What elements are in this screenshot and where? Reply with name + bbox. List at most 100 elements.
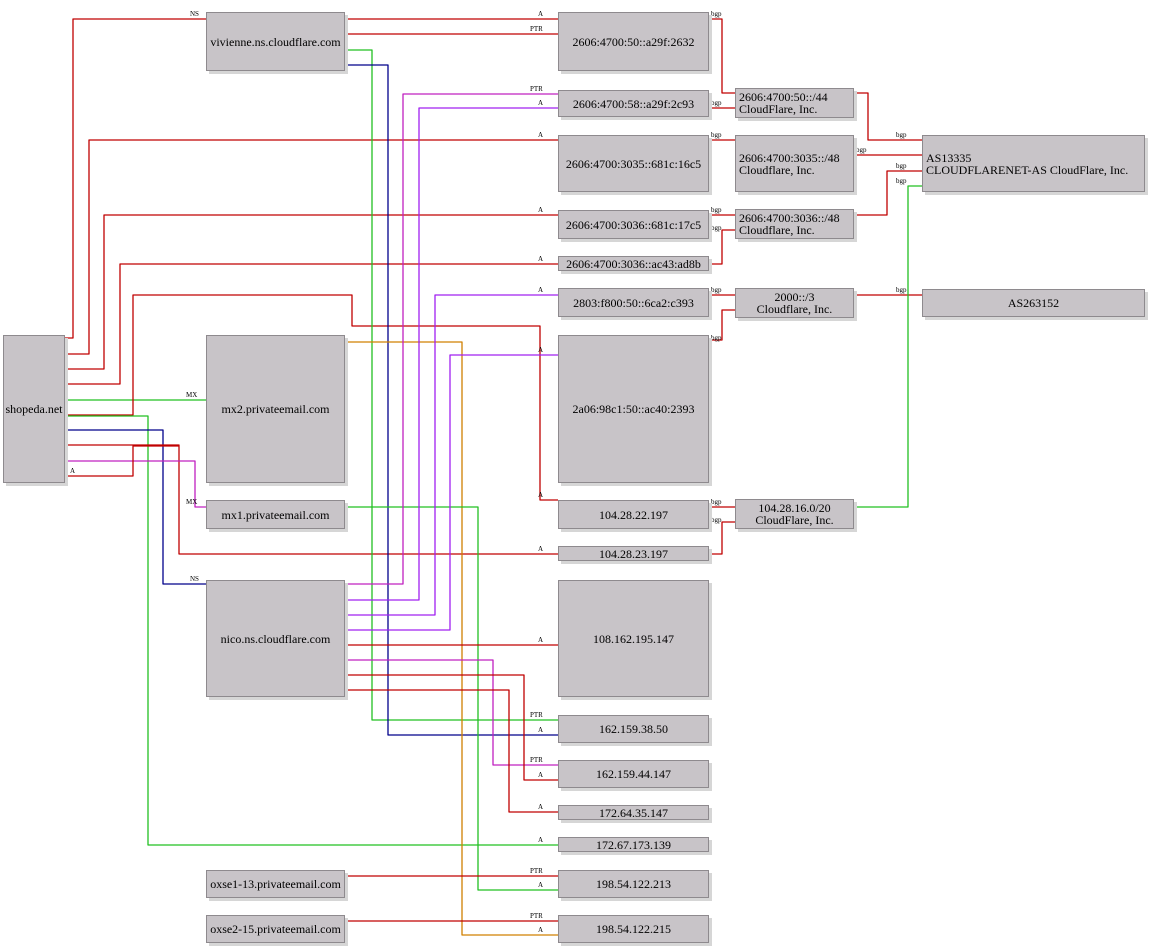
edge-bgp-pfx-3035-label: bgp: [856, 146, 867, 154]
edge-a-17c5: [65, 214, 558, 370]
edge-a-198-215-label: A: [538, 926, 543, 934]
node-prefix-2606-4700-50-44[interactable]: 2606:4700:50::/44 CloudFlare, Inc.: [735, 88, 854, 118]
edge-bgp-c393-label: bgp: [711, 286, 722, 294]
node-ip-2393[interactable]: 2a06:98c1:50::ac40:2393: [558, 335, 709, 483]
edge-a-17c5-label: A: [538, 206, 543, 214]
node-label: 162.159.38.50: [599, 722, 668, 736]
node-oxse1[interactable]: oxse1-13.privateemail.com: [206, 870, 345, 898]
node-mx2[interactable]: mx2.privateemail.com: [206, 335, 345, 483]
edge-ptr-2632-label: PTR: [530, 25, 543, 33]
node-ip-2632[interactable]: 2606:4700:50::a29f:2632: [558, 12, 709, 71]
edge-bgp-2c93-label: bgp: [711, 99, 722, 107]
node-prefix-2606-4700-3036-48[interactable]: 2606:4700:3036::/48 Cloudflare, Inc.: [735, 209, 854, 239]
edge-bgp-pfx-50-label: bgp: [896, 131, 907, 139]
edge-ptr-2c93: [345, 93, 558, 585]
edge-a-172-64-label: A: [538, 803, 543, 811]
node-label: AS263152: [1007, 296, 1060, 310]
edge-a-2393-label: A: [538, 346, 543, 354]
node-label: shopeda.net: [5, 402, 63, 416]
node-as13335[interactable]: AS13335 CLOUDFLARENET-AS CloudFlare, Inc…: [922, 135, 1145, 192]
edge-bgp-17c5-label: bgp: [711, 206, 722, 214]
node-ip-108-162-195-147[interactable]: 108.162.195.147: [558, 580, 709, 697]
edge-ns-nico-label: NS: [190, 575, 199, 583]
node-as263152[interactable]: AS263152: [922, 289, 1145, 317]
edge-bgp-104-22-label: bgp: [711, 498, 722, 506]
edge-bgp-2632-label: bgp: [711, 10, 722, 18]
edge-bgp-ad8b: [709, 229, 735, 265]
node-label: 2606:4700:50::/44 CloudFlare, Inc.: [739, 90, 828, 116]
node-ip-162-159-44-147[interactable]: 162.159.44.147: [558, 760, 709, 788]
node-ip-198-54-122-215[interactable]: 198.54.122.215: [558, 915, 709, 943]
node-ip-172-64-35-147[interactable]: 172.64.35.147: [558, 805, 709, 820]
node-ip-c393[interactable]: 2803:f800:50::6ca2:c393: [558, 288, 709, 317]
edge-a-2c93-label: A: [538, 99, 543, 107]
edge-mx-mx2-label: MX: [186, 391, 197, 399]
node-label: 198.54.122.215: [596, 922, 671, 936]
edge-bgp-pfx-3036: [854, 170, 922, 216]
node-label: 172.67.173.139: [596, 837, 671, 852]
node-prefix-2000-3[interactable]: 2000::/3 Cloudflare, Inc.: [735, 288, 854, 318]
edge-ns-vivienne-label: NS: [190, 10, 199, 18]
node-ip-17c5[interactable]: 2606:4700:3036::681c:17c5: [558, 210, 709, 239]
edge-ptr-162-38-label: PTR: [530, 711, 543, 719]
edge-a-2c93: [345, 107, 558, 601]
node-ip-104-28-22-197[interactable]: 104.28.22.197: [558, 500, 709, 529]
node-ip-162-159-38-50[interactable]: 162.159.38.50: [558, 715, 709, 743]
edge-a-16c5-label: A: [538, 131, 543, 139]
node-label: 2803:f800:50::6ca2:c393: [573, 295, 694, 310]
edge-a-104-23-label: A: [538, 545, 543, 553]
node-label: 2606:4700:58::a29f:2c93: [572, 96, 695, 111]
node-label: 2606:4700:3036::681c:17c5: [565, 217, 702, 232]
node-label: mx2.privateemail.com: [221, 402, 330, 416]
node-mx1[interactable]: mx1.privateemail.com: [206, 500, 345, 529]
edge-a-shopeda-extra-label: A: [70, 467, 75, 475]
node-shopeda[interactable]: shopeda.net: [3, 335, 65, 483]
node-ip-172-67-173-139[interactable]: 172.67.173.139: [558, 837, 709, 852]
edge-a-162-44: [345, 674, 558, 781]
edge-bgp-104-23-label: bgp: [711, 516, 722, 524]
node-label: nico.ns.cloudflare.com: [220, 631, 331, 646]
edge-a-198-215: [345, 341, 558, 936]
node-prefix-2606-4700-3035-48[interactable]: 2606:4700:3035::/48 Cloudflare, Inc.: [735, 135, 854, 192]
edge-bgp-2393-label: bgp: [711, 334, 722, 342]
edge-bgp-pfx-104-label: bgp: [896, 177, 907, 185]
node-label: oxse2-15.privateemail.com: [210, 922, 341, 936]
node-label: 104.28.22.197: [599, 507, 668, 522]
node-label: 2000::/3 Cloudflare, Inc.: [756, 290, 833, 316]
edge-a-2632-label: A: [538, 10, 543, 18]
node-ip-ad8b[interactable]: 2606:4700:3036::ac43:ad8b: [558, 256, 709, 271]
node-label: 2606:4700:3036::ac43:ad8b: [566, 256, 701, 271]
node-label: AS13335 CLOUDFLARENET-AS CloudFlare, Inc…: [926, 150, 1129, 177]
edge-ptr-162-44-label: PTR: [530, 756, 543, 764]
node-label: vivienne.ns.cloudflare.com: [210, 34, 341, 49]
edge-ns-vivienne: [65, 18, 206, 339]
edge-bgp-ad8b-label: bgp: [711, 224, 722, 232]
node-nico[interactable]: nico.ns.cloudflare.com: [206, 580, 345, 697]
edge-ns-nico: [65, 429, 206, 585]
edge-bgp-16c5-label: bgp: [711, 131, 722, 139]
node-prefix-104-28-16-0-20[interactable]: 104.28.16.0/20 CloudFlare, Inc.: [735, 499, 854, 529]
node-vivienne[interactable]: vivienne.ns.cloudflare.com: [206, 12, 345, 71]
edge-a-104-22-label: A: [538, 491, 543, 499]
node-ip-198-54-122-213[interactable]: 198.54.122.213: [558, 870, 709, 898]
edge-bgp-2632: [709, 18, 735, 94]
node-label: 172.64.35.147: [599, 805, 668, 820]
node-label: 104.28.23.197: [599, 546, 668, 561]
edge-a-2393: [345, 354, 558, 631]
edge-a-16c5: [65, 139, 558, 355]
edge-a-172-64: [345, 689, 558, 813]
edge-mx-mx1-label: MX: [186, 498, 197, 506]
edge-a-ad8b-label: A: [538, 255, 543, 263]
node-oxse2[interactable]: oxse2-15.privateemail.com: [206, 915, 345, 943]
node-label: 198.54.122.213: [596, 877, 671, 891]
node-ip-16c5[interactable]: 2606:4700:3035::681c:16c5: [558, 135, 709, 192]
edge-a-162-44-label: A: [538, 771, 543, 779]
edge-bgp-pfx-104: [854, 185, 922, 508]
node-ip-104-28-23-197[interactable]: 104.28.23.197: [558, 546, 709, 561]
node-label: 108.162.195.147: [593, 631, 674, 646]
node-label: 2606:4700:3036::/48 Cloudflare, Inc.: [739, 211, 840, 237]
node-label: 104.28.16.0/20 CloudFlare, Inc.: [755, 501, 834, 527]
node-ip-2c93[interactable]: 2606:4700:58::a29f:2c93: [558, 90, 709, 117]
edge-a-104-23: [65, 444, 558, 555]
node-label: oxse1-13.privateemail.com: [210, 877, 341, 891]
